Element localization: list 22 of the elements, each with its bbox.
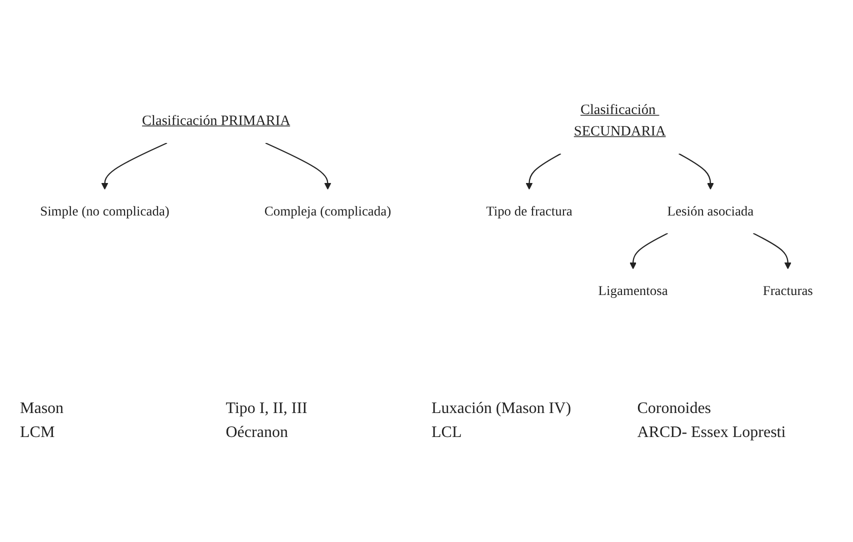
node-text: Lesión asociada [667,204,754,219]
note-text: Luxación (Mason IV) [432,400,572,418]
node-text: Simple (no complicada) [40,204,170,219]
node-text: Clasificación SECUNDARIA [574,101,666,139]
note-text: LCL [432,424,463,442]
arrow [752,232,792,270]
note-text: ARCD- Essex Lopresti [637,424,787,442]
arrow [526,153,562,190]
arrow [678,153,714,190]
note-text: Oécranon [226,424,289,442]
arrow [101,142,168,190]
note-text: LCM [20,424,56,442]
note-text: Tipo I, II, III [226,400,308,418]
node-text: Compleja (complicada) [264,204,392,219]
node-text: Clasificación PRIMARIA [142,112,290,128]
arrow [265,142,332,190]
node-text: Fracturas [762,283,813,298]
arrow [630,232,668,270]
node-text: Ligamentosa [598,283,668,298]
note-text: Coronoides [637,400,712,418]
note-text: Mason [20,400,65,418]
node-text: Tipo de fractura [486,204,572,219]
